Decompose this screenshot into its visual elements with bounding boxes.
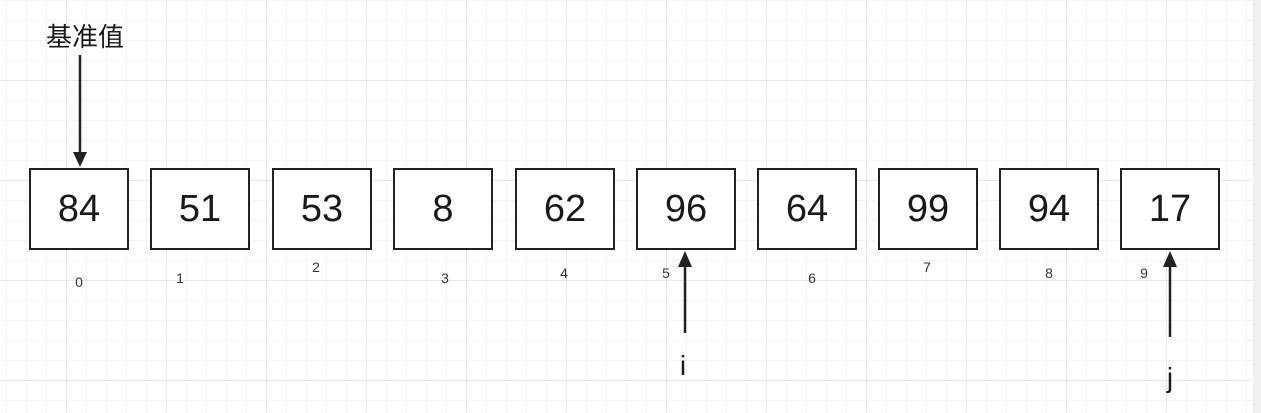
cell-value: 51 [178,187,222,230]
array-cell-9: 17 [1120,168,1220,250]
index-label-5: 5 [662,265,670,281]
array-cell-5: 96 [636,168,736,250]
cell-value: 8 [432,187,454,230]
index-label-2: 2 [312,259,320,275]
cell-value: 64 [785,187,829,230]
array-cell-4: 62 [515,168,615,250]
pivot-arrow [73,55,87,167]
cell-value: 62 [543,187,587,230]
array-cell-1: 51 [150,168,250,250]
array-cell-7: 99 [878,168,978,250]
index-label-6: 6 [808,270,816,286]
index-label-1: 1 [176,270,184,286]
cell-value: 84 [57,187,101,230]
pointer-i-arrow [678,251,692,333]
pointer-i-label: i [679,350,687,381]
cell-value: 53 [300,187,344,230]
array-cell-6: 64 [757,168,857,250]
cell-value: 96 [664,187,708,230]
cell-value: 94 [1027,187,1071,230]
cell-value: 17 [1148,187,1192,230]
pointer-j-arrow [1163,251,1177,337]
array-cell-2: 53 [272,168,372,250]
array-cell-8: 94 [999,168,1099,250]
index-label-8: 8 [1045,265,1053,281]
index-label-7: 7 [923,259,931,275]
pivot-label: 基准值 [46,23,125,53]
array-cell-3: 8 [393,168,493,250]
index-label-9: 9 [1140,265,1148,281]
vertical-scrollbar[interactable] [1253,0,1261,413]
index-label-3: 3 [441,270,449,286]
array-cell-0: 84 [29,168,129,250]
pointer-j-label: j [1166,362,1174,393]
index-label-0: 0 [75,274,83,290]
cell-value: 99 [906,187,950,230]
index-label-4: 4 [560,265,568,281]
